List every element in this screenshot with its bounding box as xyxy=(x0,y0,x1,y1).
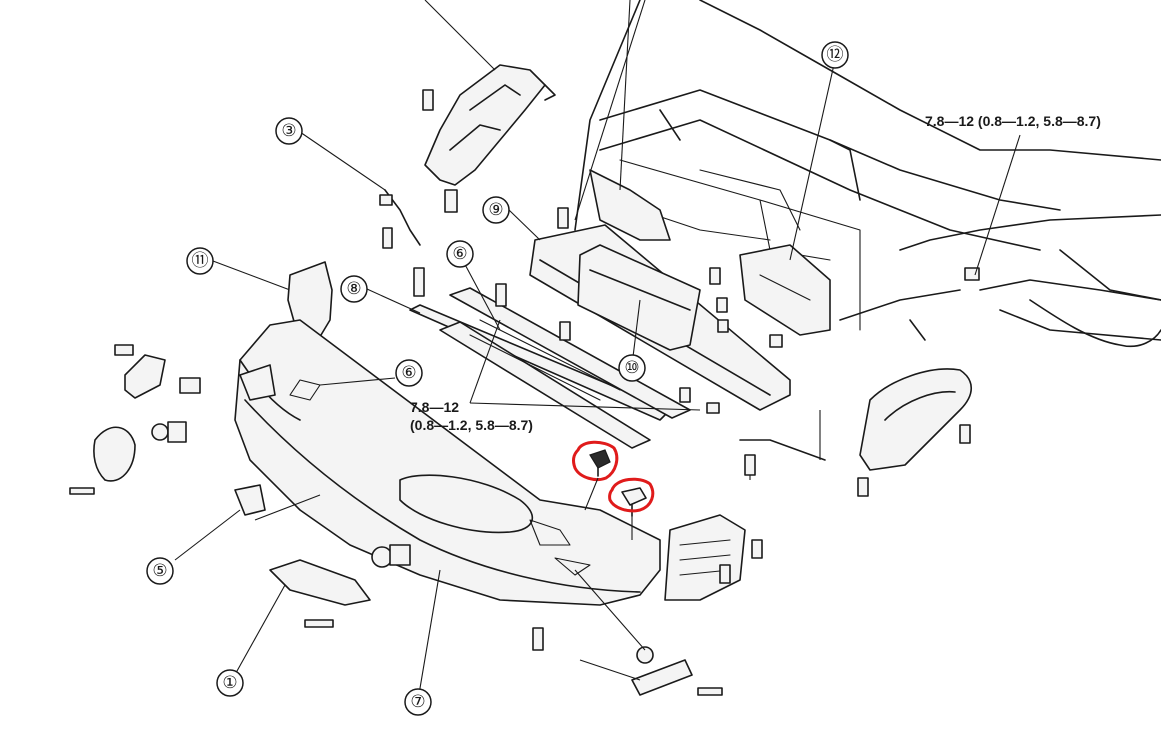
right-lower-bracket xyxy=(664,514,763,601)
callout-10: ⑩ xyxy=(618,354,646,382)
torque-spec-right: 7.8—12 (0.8—1.2, 5.8—8.7) xyxy=(925,113,1101,129)
callout-1: ① xyxy=(216,669,244,697)
callout-9: ⑨ xyxy=(482,196,510,224)
left-side-lamp-assembly xyxy=(69,344,201,495)
callout-11: ⑪ xyxy=(186,247,214,275)
fasteners xyxy=(495,207,980,651)
callout-6a-label: ⑥ xyxy=(401,363,416,383)
callout-5: ⑤ xyxy=(146,557,174,585)
vehicle-front-body xyxy=(574,0,1161,348)
callout-7-label: ⑦ xyxy=(410,692,425,712)
highlighted-clip-left[interactable] xyxy=(572,440,619,482)
callout-12-label: ⑫ xyxy=(827,45,844,65)
hood-cable-part-3 xyxy=(299,131,425,297)
callout-12: ⑫ xyxy=(821,41,849,69)
callout-6-left: ⑥ xyxy=(395,359,423,387)
right-fender-liner xyxy=(857,368,973,497)
callout-1-label: ① xyxy=(222,673,237,693)
callout-8-label: ⑧ xyxy=(346,279,361,299)
small-bracket-part-5 xyxy=(174,484,321,561)
clip-leader-left xyxy=(584,477,599,511)
callout-8: ⑧ xyxy=(340,275,368,303)
torque-leaders xyxy=(319,134,1021,411)
callout-3: ③ xyxy=(275,117,303,145)
callout-9-label: ⑨ xyxy=(488,200,503,220)
energy-absorber-part-10 xyxy=(577,244,701,366)
torque-spec-center-line1: 7.8—12 xyxy=(410,399,459,415)
callout-3-label: ③ xyxy=(281,121,296,141)
callout-10-label: ⑩ xyxy=(624,358,639,378)
highlighted-clip-right[interactable] xyxy=(608,477,655,517)
bracket-part-12 xyxy=(739,59,836,336)
turn-lamp-part-1 xyxy=(231,544,411,681)
radiator-side-bracket xyxy=(574,0,671,241)
upper-splash-shield xyxy=(422,0,556,213)
leader-part-7 xyxy=(417,569,441,701)
reinforcement-bars xyxy=(366,256,691,449)
front-bumper-cover-part-7 xyxy=(234,319,661,606)
torque-spec-center-line2: (0.8—1.2, 5.8—8.7) xyxy=(410,417,533,433)
right-turn-lamp xyxy=(574,569,723,696)
callout-7: ⑦ xyxy=(404,688,432,716)
callout-11-label: ⑪ xyxy=(192,251,209,271)
callout-6b-label: ⑥ xyxy=(452,244,467,264)
callout-5-label: ⑤ xyxy=(152,561,167,581)
callout-6-top: ⑥ xyxy=(446,240,474,268)
